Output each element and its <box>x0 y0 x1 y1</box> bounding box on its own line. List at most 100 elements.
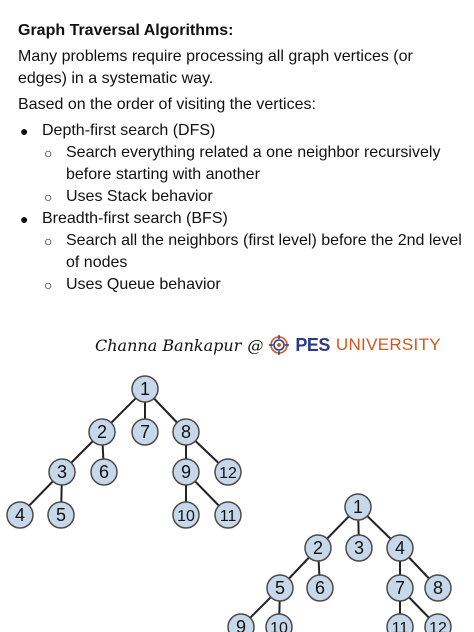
node-label: 1 <box>353 497 363 517</box>
node-label: 9 <box>181 462 191 482</box>
tree-node: 10 <box>172 501 200 529</box>
order-paragraph: Based on the order of visiting the verti… <box>18 96 316 113</box>
node-circle <box>131 418 159 446</box>
bullet-dfs: ● Depth-first search (DFS) <box>18 120 464 142</box>
node-label: 8 <box>181 422 191 442</box>
sub-bullet: ○ Search everything related a one neighb… <box>18 142 464 186</box>
node-circle <box>345 534 373 562</box>
bullet-dot-icon: ● <box>20 211 29 227</box>
tree-node: 4 <box>6 501 34 529</box>
bullet-circle-icon: ○ <box>44 189 53 205</box>
node-circle <box>265 613 293 632</box>
tree-node: 12 <box>214 458 242 486</box>
node-circle <box>344 493 372 521</box>
node-label: 7 <box>140 422 150 442</box>
node-circle <box>88 418 116 446</box>
sub-bullet: ○ Uses Stack behavior <box>18 186 464 208</box>
bullet-dot-icon: ● <box>20 123 29 139</box>
tree-node: 3 <box>48 458 76 486</box>
bullet-list: ● Depth-first search (DFS) ○ Search ever… <box>18 120 464 296</box>
tree-node: 7 <box>386 574 414 602</box>
bullet-label: Breadth-first search (BFS) <box>42 210 228 227</box>
node-label: 6 <box>99 462 109 482</box>
tree-node: 6 <box>90 458 118 486</box>
node-circle <box>424 574 452 602</box>
tree-node: 11 <box>386 613 414 632</box>
node-label: 12 <box>219 465 237 482</box>
tree-node: 6 <box>306 574 334 602</box>
sub-bullet-text: Search all the neighbors (first level) b… <box>66 232 462 271</box>
tree-node: 12 <box>424 613 452 632</box>
node-circle <box>306 574 334 602</box>
tree-node: 9 <box>172 458 200 486</box>
sub-bullet-text: Uses Stack behavior <box>66 188 213 205</box>
node-circle <box>47 501 75 529</box>
node-label: 3 <box>57 462 67 482</box>
node-circle <box>131 375 159 403</box>
intro-paragraph: Many problems require processing all gra… <box>18 48 413 87</box>
node-circle <box>266 574 294 602</box>
section-heading: Graph Traversal Algorithms: <box>18 22 234 39</box>
node-circle <box>424 613 452 632</box>
tree-node: 9 <box>227 613 255 632</box>
author-signature: Channa Bankapur <box>95 335 242 355</box>
node-circle <box>386 534 414 562</box>
tree-node: 8 <box>172 418 200 446</box>
tree-node: 7 <box>131 418 159 446</box>
node-label: 11 <box>392 620 409 632</box>
tree-node: 1 <box>344 493 372 521</box>
tree-node: 11 <box>214 501 242 529</box>
node-circle <box>304 534 332 562</box>
node-label: 10 <box>270 620 288 632</box>
node-label: 2 <box>97 422 107 442</box>
node-label: 7 <box>395 578 405 598</box>
node-label: 9 <box>236 617 246 632</box>
bullet-circle-icon: ○ <box>44 233 53 249</box>
pes-logo-icon <box>269 335 290 355</box>
node-circle <box>48 458 76 486</box>
node-circle <box>214 501 242 529</box>
node-circle <box>172 458 200 486</box>
node-circle <box>386 613 414 632</box>
at-sign: @ <box>247 335 264 355</box>
node-label: 12 <box>429 620 447 632</box>
node-label: 5 <box>56 505 66 525</box>
brand-pes: PES <box>295 334 330 355</box>
node-label: 6 <box>315 578 325 598</box>
tree-node: 5 <box>47 501 75 529</box>
node-circle <box>172 418 200 446</box>
sub-bullet-text: Search everything related a one neighbor… <box>66 144 441 183</box>
node-circle <box>214 458 242 486</box>
sub-bullet: ○ Search all the neighbors (first level)… <box>18 230 464 274</box>
bullet-bfs: ● Breadth-first search (BFS) <box>18 208 464 230</box>
node-label: 4 <box>395 538 405 558</box>
node-label: 5 <box>275 578 285 598</box>
tree-node: 2 <box>88 418 116 446</box>
sub-bullet: ○ Uses Queue behavior <box>18 274 464 296</box>
node-label: 4 <box>15 505 25 525</box>
bullet-circle-icon: ○ <box>44 145 53 161</box>
node-circle <box>6 501 34 529</box>
credit-line: Channa Bankapur @ PES UNIVERSITY <box>95 332 441 358</box>
node-circle <box>90 458 118 486</box>
brand-university: UNIVERSITY <box>335 335 441 354</box>
node-label: 1 <box>140 379 150 399</box>
node-label: 8 <box>433 578 443 598</box>
tree-node: 5 <box>266 574 294 602</box>
tree-node: 2 <box>304 534 332 562</box>
tree-node: 1 <box>131 375 159 403</box>
node-label: 11 <box>220 508 237 525</box>
bullet-circle-icon: ○ <box>44 277 53 293</box>
tree-node: 3 <box>345 534 373 562</box>
tree-node: 4 <box>386 534 414 562</box>
node-circle <box>386 574 414 602</box>
sub-bullet-text: Uses Queue behavior <box>66 276 221 293</box>
node-circle <box>172 501 200 529</box>
bullet-label: Depth-first search (DFS) <box>42 122 216 139</box>
node-label: 10 <box>177 508 195 525</box>
notes-text: Graph Traversal Algorithms: Many problem… <box>18 20 464 296</box>
tree-node: 10 <box>265 613 293 632</box>
